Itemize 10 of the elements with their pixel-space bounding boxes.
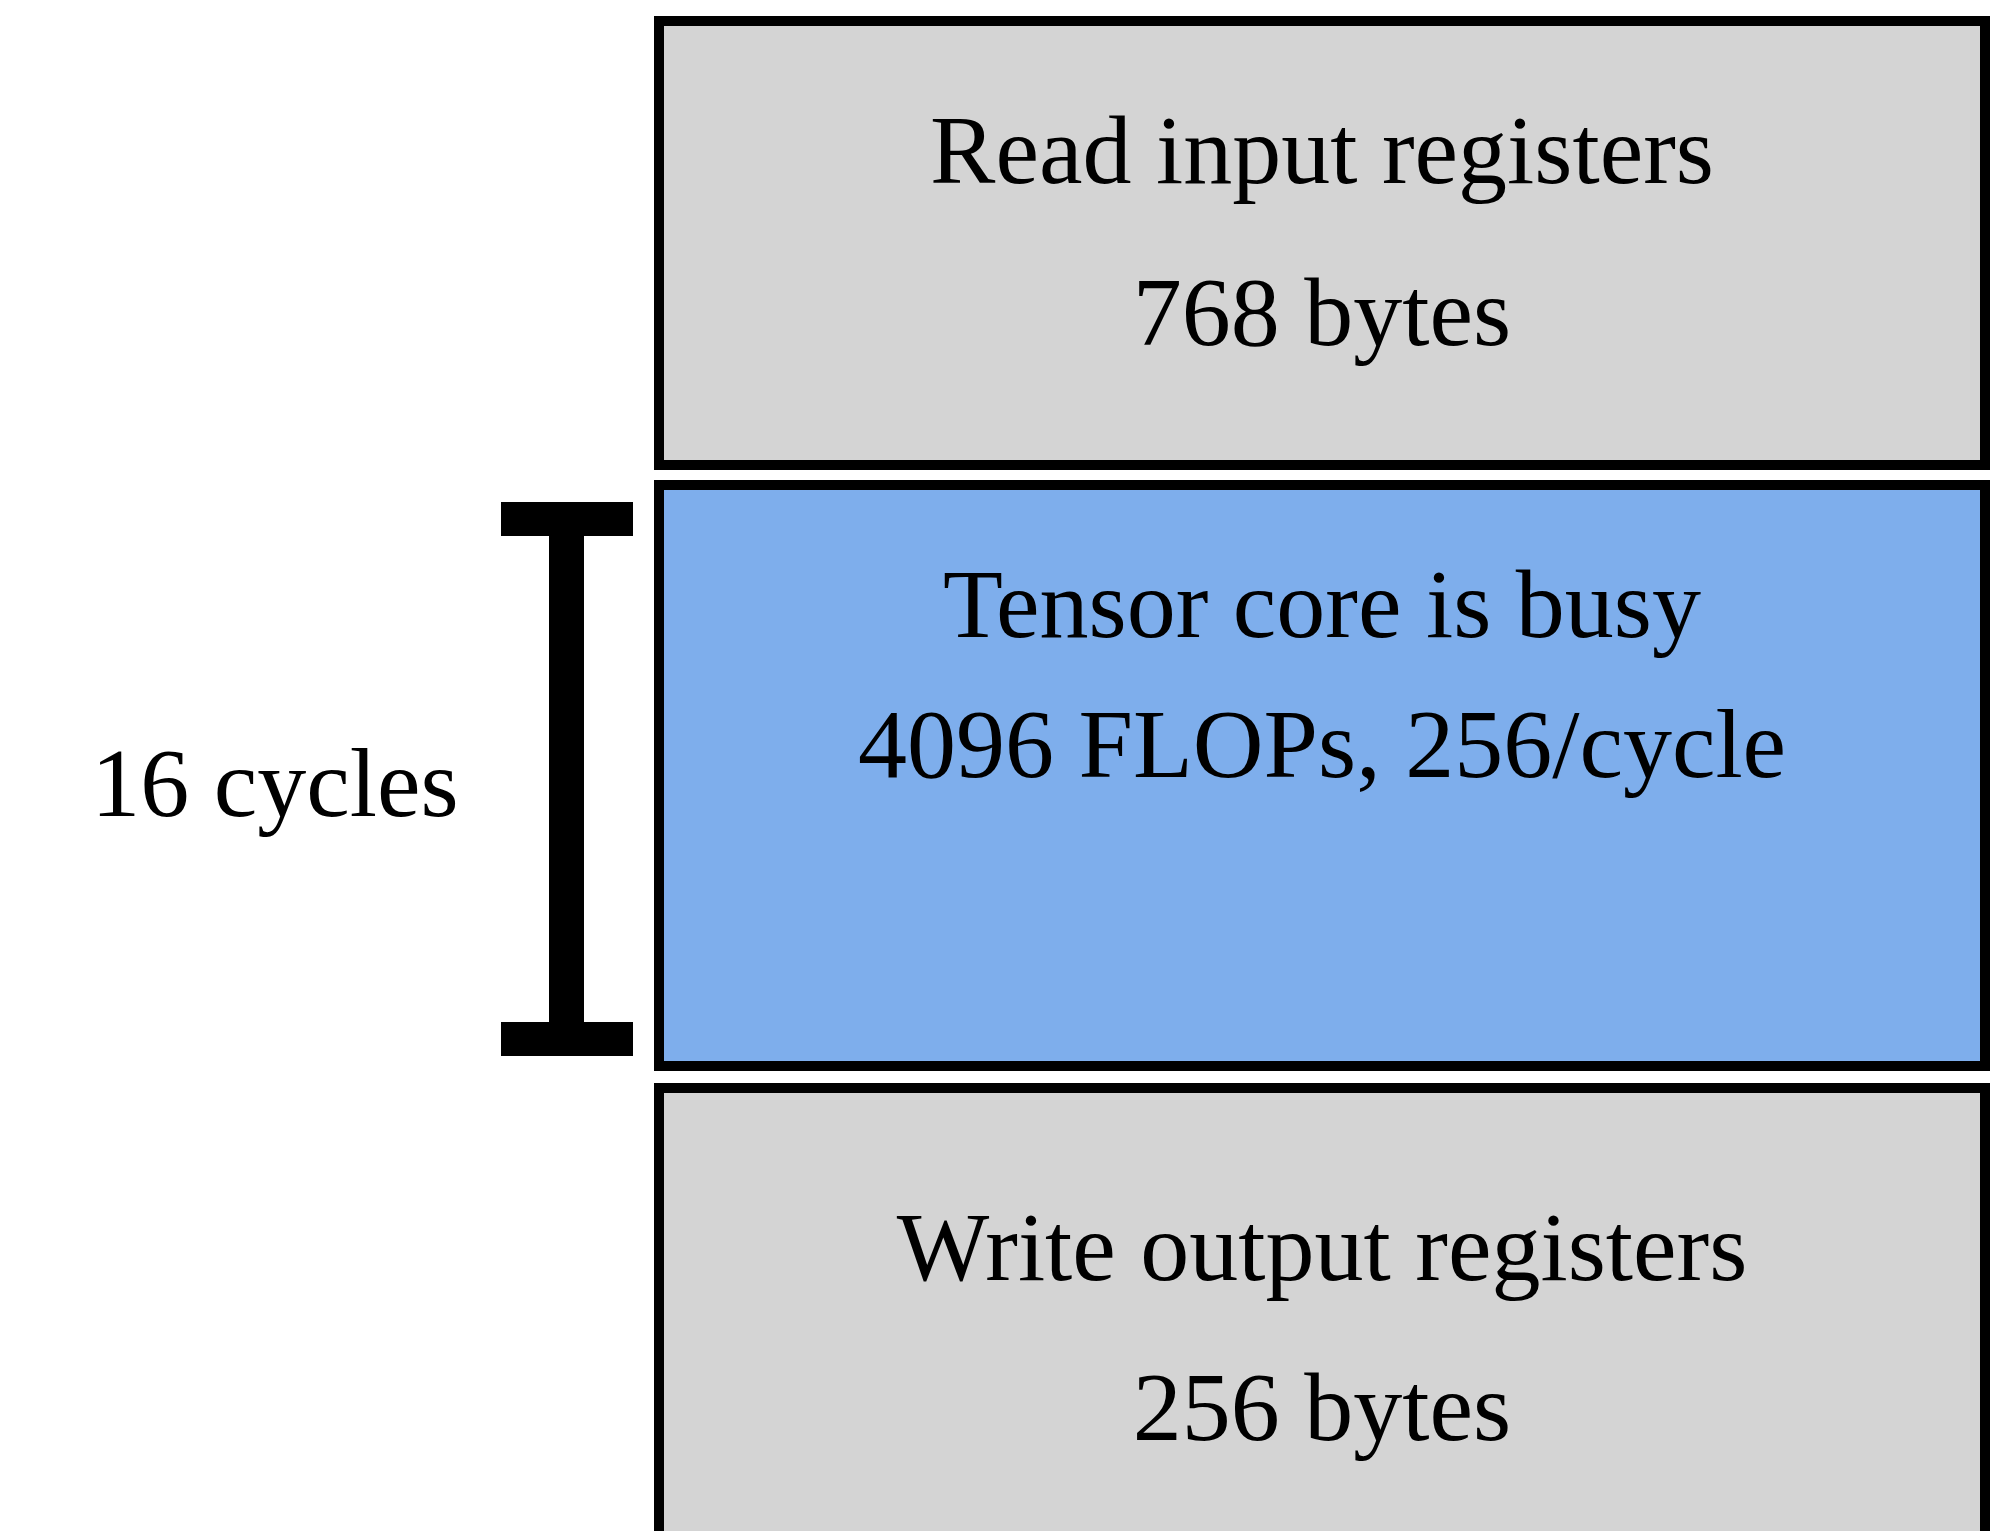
box-detail: 4096 FLOPs, 256/cycle — [856, 689, 1788, 800]
process-box — [654, 480, 1990, 1071]
box-title: Read input registers — [929, 96, 1715, 206]
box-title: Write output registers — [895, 1193, 1749, 1303]
dimension-label: 16 cycles — [90, 730, 460, 838]
box-detail: 256 bytes — [1131, 1352, 1513, 1463]
box-detail: 768 bytes — [1131, 257, 1513, 368]
process-box — [654, 16, 1990, 470]
box-title: Tensor core is busy — [942, 550, 1702, 660]
process-box — [654, 1083, 1990, 1531]
